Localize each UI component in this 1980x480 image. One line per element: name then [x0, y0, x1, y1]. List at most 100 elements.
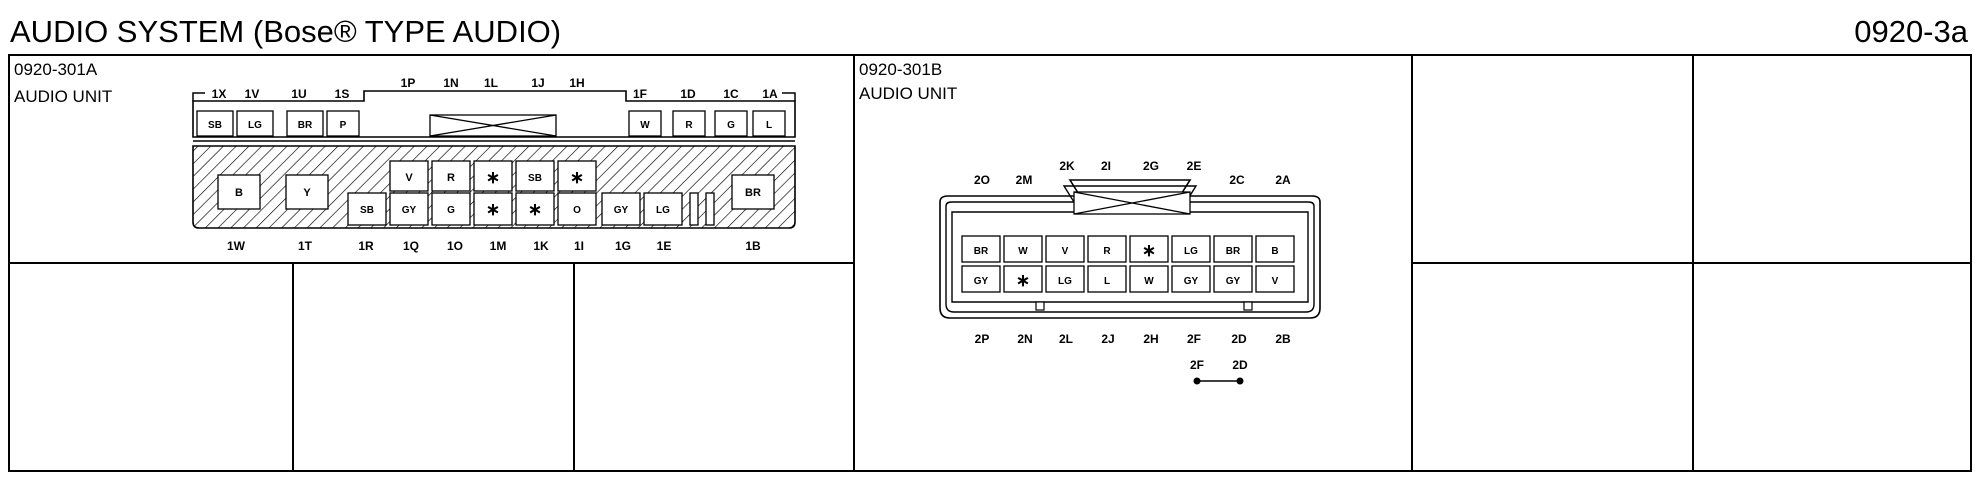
b-top-label: 2G	[1143, 159, 1159, 173]
b-row2-cell: GY	[1226, 276, 1241, 287]
a-row3-cell: ∗	[528, 200, 542, 219]
b-row1-cell: BR	[974, 246, 989, 257]
b-row2-cell: GY	[1184, 276, 1199, 287]
a-top-label: 1L	[484, 76, 498, 90]
b-row2-cell: V	[1272, 276, 1279, 287]
a-bottom-label: 1T	[298, 239, 313, 253]
conn-b-name: AUDIO UNIT	[859, 84, 958, 103]
a-row2-cell: ∗	[570, 168, 584, 187]
a-bottom-label: 1B	[745, 239, 761, 253]
a-row1-cell: W	[640, 120, 650, 131]
connector-b: 2O 2M 2K 2I 2G 2E 2C 2A BR W V R ∗ LG BR…	[939, 159, 1321, 385]
joint-dot	[1193, 377, 1201, 385]
a-top-label: 1X	[212, 87, 227, 101]
a-top-label: 1S	[335, 87, 350, 101]
a-row1-cell: P	[340, 120, 347, 131]
b-row1-cell: V	[1062, 246, 1069, 257]
b-row2-cell: ∗	[1016, 271, 1030, 290]
a-row2-cell: ∗	[486, 168, 500, 187]
b-bottom-label: 2L	[1059, 332, 1073, 346]
b-row1-cell: W	[1018, 246, 1028, 257]
divider-v-3	[853, 54, 855, 472]
b-row1-cell: ∗	[1142, 241, 1156, 260]
a-top-label: 1D	[680, 87, 696, 101]
page-title: AUDIO SYSTEM (Bose® TYPE AUDIO)	[10, 14, 562, 49]
a-top-label: 1N	[443, 76, 458, 90]
a-top-label: 1P	[401, 76, 416, 90]
b-top-label: 2K	[1059, 159, 1075, 173]
a-big-cell: BR	[745, 187, 761, 199]
a-row3-cell: O	[573, 205, 581, 216]
a-top-label: 1H	[569, 76, 584, 90]
b-row2-cell: L	[1104, 276, 1110, 287]
a-top-label: 1V	[245, 87, 260, 101]
b-top-label: 2M	[1016, 173, 1033, 187]
divider-v-5	[1692, 54, 1694, 472]
a-row2-cell: R	[447, 172, 455, 184]
a-bottom-label: 1M	[490, 239, 507, 253]
a-row1-cell: G	[727, 120, 735, 131]
b-row1-cell: R	[1103, 246, 1111, 257]
b-row1-cell: LG	[1184, 246, 1198, 257]
a-top-label: 1A	[762, 87, 778, 101]
a-row1-cell: BR	[298, 120, 313, 131]
b-bottom-label: 2F	[1187, 332, 1201, 346]
divider-v-1	[292, 262, 294, 472]
b-row1-cell: BR	[1226, 246, 1241, 257]
a-row1-cell: SB	[208, 120, 222, 131]
conn-b-code: 0920-301B	[859, 60, 943, 79]
a-row3-cell: GY	[402, 205, 417, 216]
joint-dot	[1236, 377, 1244, 385]
a-top-label: 1F	[633, 87, 647, 101]
a-row2-cell: SB	[528, 173, 542, 184]
b-bottom-label: 2N	[1017, 332, 1032, 346]
a-bottom-label: 1I	[574, 239, 584, 253]
divider-v-2	[573, 262, 575, 472]
b-joint-label: 2D	[1232, 358, 1248, 372]
divider-h-right	[1411, 262, 1972, 264]
b-bottom-label: 2P	[975, 332, 990, 346]
a-top-label: 1C	[723, 87, 739, 101]
a-bottom-label: 1G	[615, 239, 631, 253]
b-top-label: 2A	[1275, 173, 1291, 187]
a-row1-cell: L	[766, 120, 772, 131]
conn-a-name: AUDIO UNIT	[14, 87, 113, 106]
a-big-cell: Y	[303, 187, 311, 199]
a-bottom-label: 1R	[358, 239, 374, 253]
b-top-label: 2C	[1229, 173, 1245, 187]
a-row3-cell: G	[447, 205, 455, 216]
conn-a-code: 0920-301A	[14, 60, 98, 79]
b-row2-cell: GY	[974, 276, 989, 287]
a-bottom-label: 1O	[447, 239, 463, 253]
divider-v-4	[1411, 54, 1413, 472]
a-big-cell: B	[235, 187, 243, 199]
b-row2-cell: LG	[1058, 276, 1072, 287]
b-top-label: 2I	[1101, 159, 1111, 173]
a-row2-cell: V	[405, 172, 413, 184]
a-row1-cell: R	[685, 120, 693, 131]
b-bottom-label: 2B	[1275, 332, 1291, 346]
a-bottom-label: 1Q	[403, 239, 419, 253]
diagram-code: 0920-3a	[1854, 14, 1968, 49]
a-bottom-label: 1E	[657, 239, 672, 253]
a-row3-cell: ∗	[486, 200, 500, 219]
b-bottom-label: 2D	[1231, 332, 1247, 346]
b-bottom-label: 2J	[1101, 332, 1114, 346]
a-row3-cell: GY	[614, 205, 629, 216]
b-row2-cell: W	[1144, 276, 1154, 287]
a-top-label: 1J	[531, 76, 544, 90]
a-row3-cell: SB	[360, 205, 374, 216]
divider-h-left	[8, 262, 853, 264]
b-bottom-label: 2H	[1143, 332, 1158, 346]
b-top-label: 2O	[974, 173, 990, 187]
connector-a: 1X 1V 1U 1S 1P 1N 1L 1J 1H 1F 1D 1C 1A S…	[192, 76, 796, 253]
b-top-label: 2E	[1187, 159, 1202, 173]
a-top-label: 1U	[291, 87, 306, 101]
b-row1-cell: B	[1271, 246, 1278, 257]
a-bottom-label: 1W	[227, 239, 246, 253]
a-bottom-label: 1K	[533, 239, 549, 253]
b-joint-label: 2F	[1190, 358, 1204, 372]
a-row3-cell: LG	[656, 205, 670, 216]
a-row1-cell: LG	[248, 120, 262, 131]
